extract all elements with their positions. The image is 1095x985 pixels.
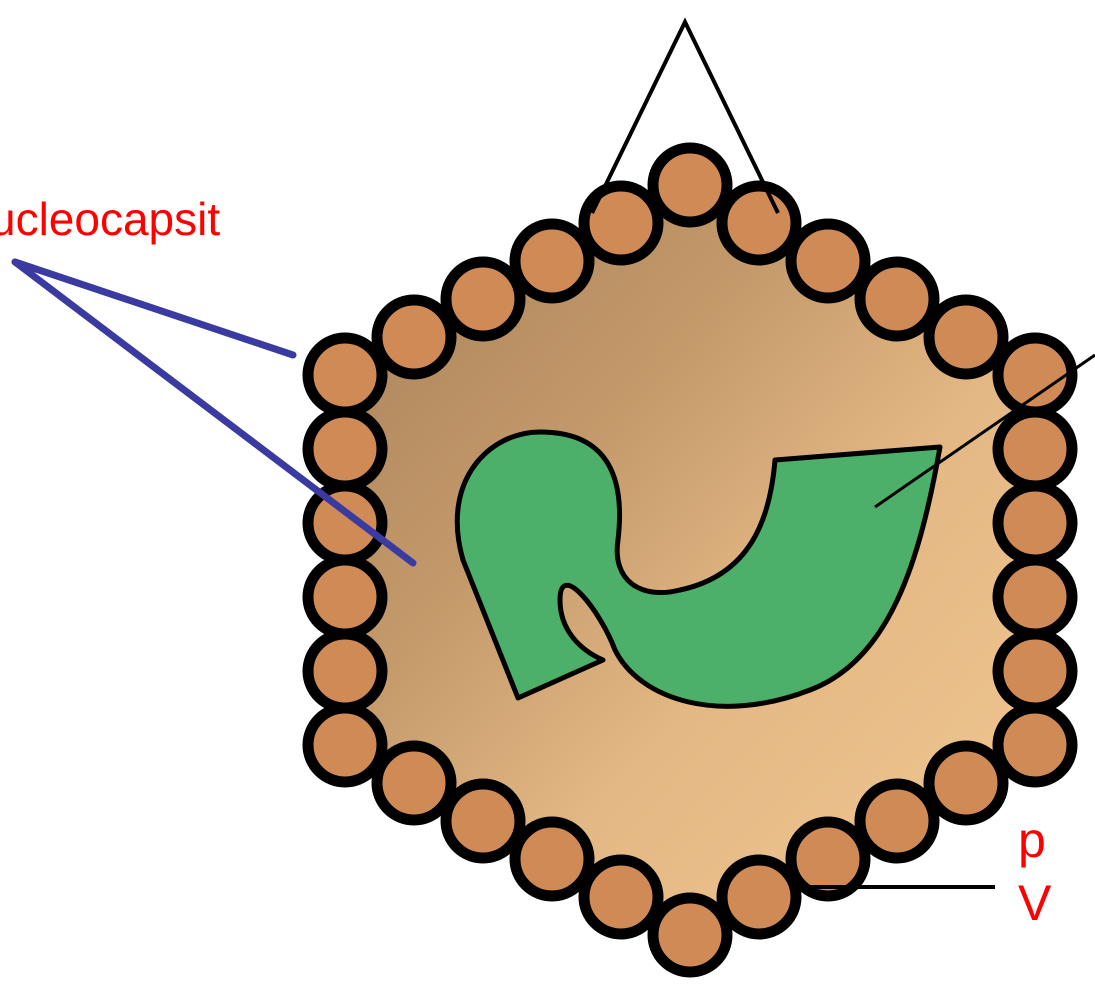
capsomer bbox=[515, 224, 589, 298]
capsomer bbox=[377, 300, 451, 374]
capsomer bbox=[377, 746, 451, 820]
capsomer bbox=[929, 746, 1003, 820]
capsomer bbox=[791, 224, 865, 298]
capsomer bbox=[584, 860, 658, 934]
capsomer bbox=[998, 634, 1072, 708]
bottom-right-label-line-1: p bbox=[1018, 815, 1046, 865]
nucleocapsid-label: ucleocapsit bbox=[0, 196, 220, 242]
capsomer bbox=[998, 338, 1072, 412]
capsomer bbox=[998, 486, 1072, 560]
capsomer bbox=[515, 822, 589, 896]
capsomer bbox=[308, 634, 382, 708]
capsomer bbox=[653, 898, 727, 972]
capsomer bbox=[998, 412, 1072, 486]
capsomer bbox=[929, 300, 1003, 374]
capsomer bbox=[308, 486, 382, 560]
capsomer bbox=[860, 784, 934, 858]
bottom-right-label-line-2: V bbox=[1018, 878, 1051, 928]
capsomer bbox=[653, 148, 727, 222]
capsomer bbox=[308, 708, 382, 782]
capsomer bbox=[998, 708, 1072, 782]
capsomer bbox=[584, 186, 658, 260]
capsomer bbox=[998, 560, 1072, 634]
capsomer bbox=[308, 338, 382, 412]
capsomer bbox=[722, 860, 796, 934]
capsomer bbox=[791, 822, 865, 896]
capsomer bbox=[308, 560, 382, 634]
capsomer bbox=[446, 784, 520, 858]
capsomer bbox=[308, 412, 382, 486]
capsomer bbox=[860, 262, 934, 336]
capsomer bbox=[722, 186, 796, 260]
nucleocapsid-pointer-line-1 bbox=[15, 262, 293, 355]
capsomer bbox=[446, 262, 520, 336]
